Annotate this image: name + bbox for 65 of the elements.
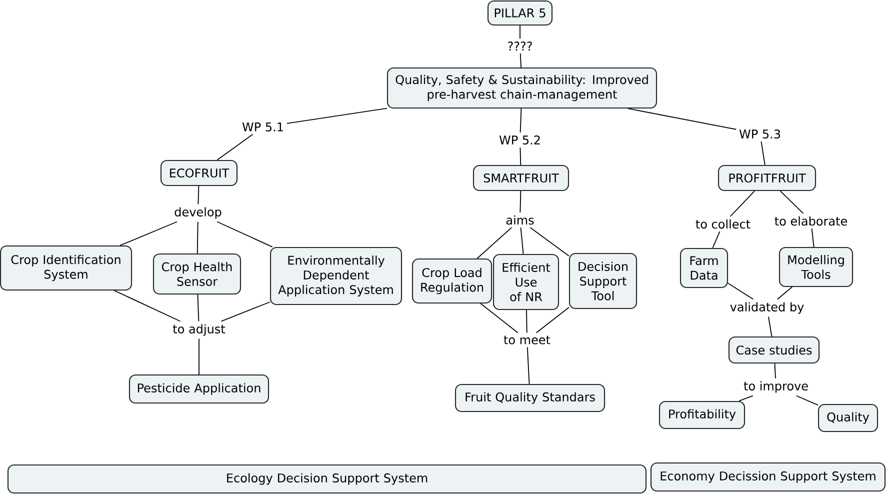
concept-box: Economy Decission Support System — [650, 462, 886, 492]
connector-line — [777, 286, 793, 300]
linking-phrase: to elaborate — [774, 216, 848, 226]
concept-box: Modelling Tools — [778, 246, 854, 288]
concept-box: Quality — [818, 404, 878, 432]
concept-box: ECOFRUIT — [160, 160, 238, 186]
connector-line — [520, 227, 524, 254]
linking-phrase: to improve — [744, 381, 808, 393]
concept-box: SMARTFRUIT — [472, 164, 570, 192]
concept-box: Efficient Use of NR — [492, 254, 560, 310]
connector-line — [730, 190, 756, 217]
concept-box: Ecology Decision Support System — [7, 464, 647, 494]
connector-line — [738, 395, 754, 402]
connector-line — [520, 147, 522, 166]
connector-line — [220, 302, 270, 322]
connector-line — [768, 316, 772, 337]
connector-line — [520, 52, 522, 68]
connector-line — [628, 108, 737, 130]
connector-line — [526, 346, 530, 384]
connector-line — [780, 190, 804, 214]
linking-phrase: WP 5.2 — [499, 135, 540, 145]
concept-box: Decision Support Tool — [568, 252, 638, 310]
connector-line — [536, 306, 570, 334]
connector-line — [712, 231, 720, 248]
connector-line — [520, 108, 522, 133]
concept-box: Fruit Quality Standars — [454, 384, 606, 412]
concept-box: Pesticide Application — [128, 374, 270, 404]
connector-line — [198, 186, 200, 205]
concept-box: Crop Identification System — [0, 245, 132, 291]
connector-line — [728, 282, 754, 300]
linking-phrase: ???? — [508, 42, 532, 50]
concept-box: Quality, Safety & Sustainability: Improved pre-harvest chain-management — [386, 67, 658, 109]
connector-line — [520, 190, 522, 213]
linking-phrase: to collect — [696, 219, 750, 229]
connector-line — [530, 227, 570, 256]
connector-line — [774, 363, 776, 379]
linking-phrase: aims — [506, 215, 534, 225]
linking-phrase: to adjust — [172, 324, 226, 336]
connector-line — [476, 227, 512, 259]
connector-line — [120, 221, 178, 246]
connector-line — [286, 108, 388, 124]
linking-phrase: WP 5.3 — [739, 129, 780, 139]
linking-phrase: develop — [174, 207, 222, 219]
connector-line — [197, 294, 200, 322]
connector-line — [196, 221, 198, 254]
connector-line — [480, 303, 518, 334]
concept-box: Farm Data — [680, 248, 728, 288]
linking-phrase: to meet — [504, 336, 550, 344]
connector-line — [216, 134, 254, 160]
concept-box: PROFITFRUIT — [718, 164, 816, 192]
connector-line — [198, 338, 200, 375]
concept-box: Crop Load Regulation — [412, 258, 492, 304]
connector-line — [796, 395, 818, 406]
concept-box: Crop Health Sensor — [152, 253, 242, 295]
connector-line — [811, 228, 814, 248]
connector-line — [216, 221, 273, 248]
concept-box: PILLAR 5 — [487, 0, 553, 26]
connector-line — [760, 141, 766, 166]
concept-box: Environmentally Dependent Application System — [270, 246, 402, 306]
concept-box: Case studies — [728, 336, 820, 364]
connector-line — [526, 310, 528, 334]
linking-phrase: WP 5.1 — [242, 122, 283, 132]
linking-phrase: validated by — [730, 302, 804, 314]
connector-line — [114, 290, 181, 322]
concept-box: Profitability — [658, 400, 746, 430]
